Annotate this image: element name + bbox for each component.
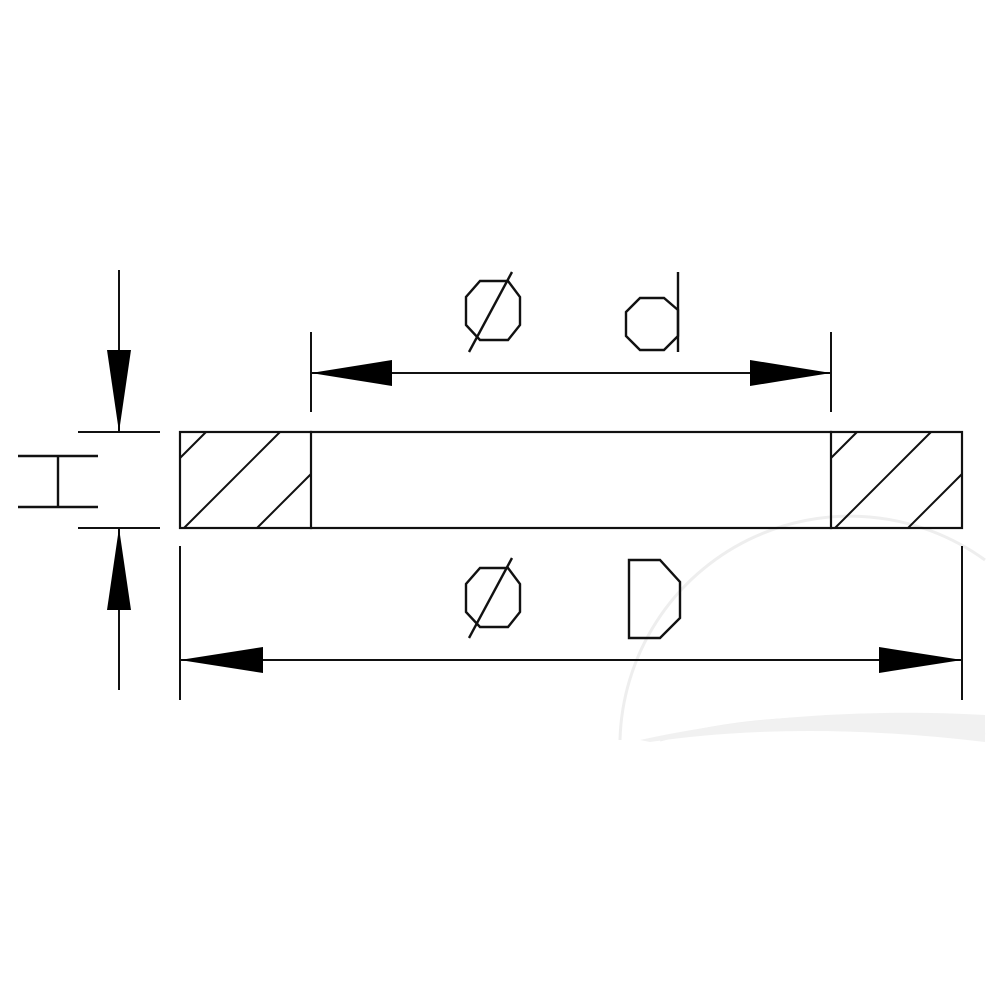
diameter-symbol [464, 271, 522, 353]
thickness-dimension [18, 270, 160, 690]
arrowhead-right [750, 360, 831, 386]
thickness-letter-H [18, 454, 98, 509]
washer-outline [178, 430, 964, 530]
arrowhead-left [311, 360, 392, 386]
outer-diameter-letter-D [627, 558, 682, 640]
arrowhead-down [107, 350, 131, 432]
left-hatching [179, 431, 312, 529]
arrowhead-left [180, 647, 263, 673]
arrowhead-up [107, 528, 131, 610]
watermark-logo [618, 514, 986, 742]
inner-diameter-letter-d [624, 272, 680, 352]
diameter-symbol [464, 557, 522, 639]
arrowhead-right [879, 647, 962, 673]
inner-diameter-dimension [310, 271, 832, 412]
right-hatching [830, 431, 963, 529]
outer-diameter-dimension [179, 546, 963, 700]
washer-cross-section [178, 430, 964, 530]
